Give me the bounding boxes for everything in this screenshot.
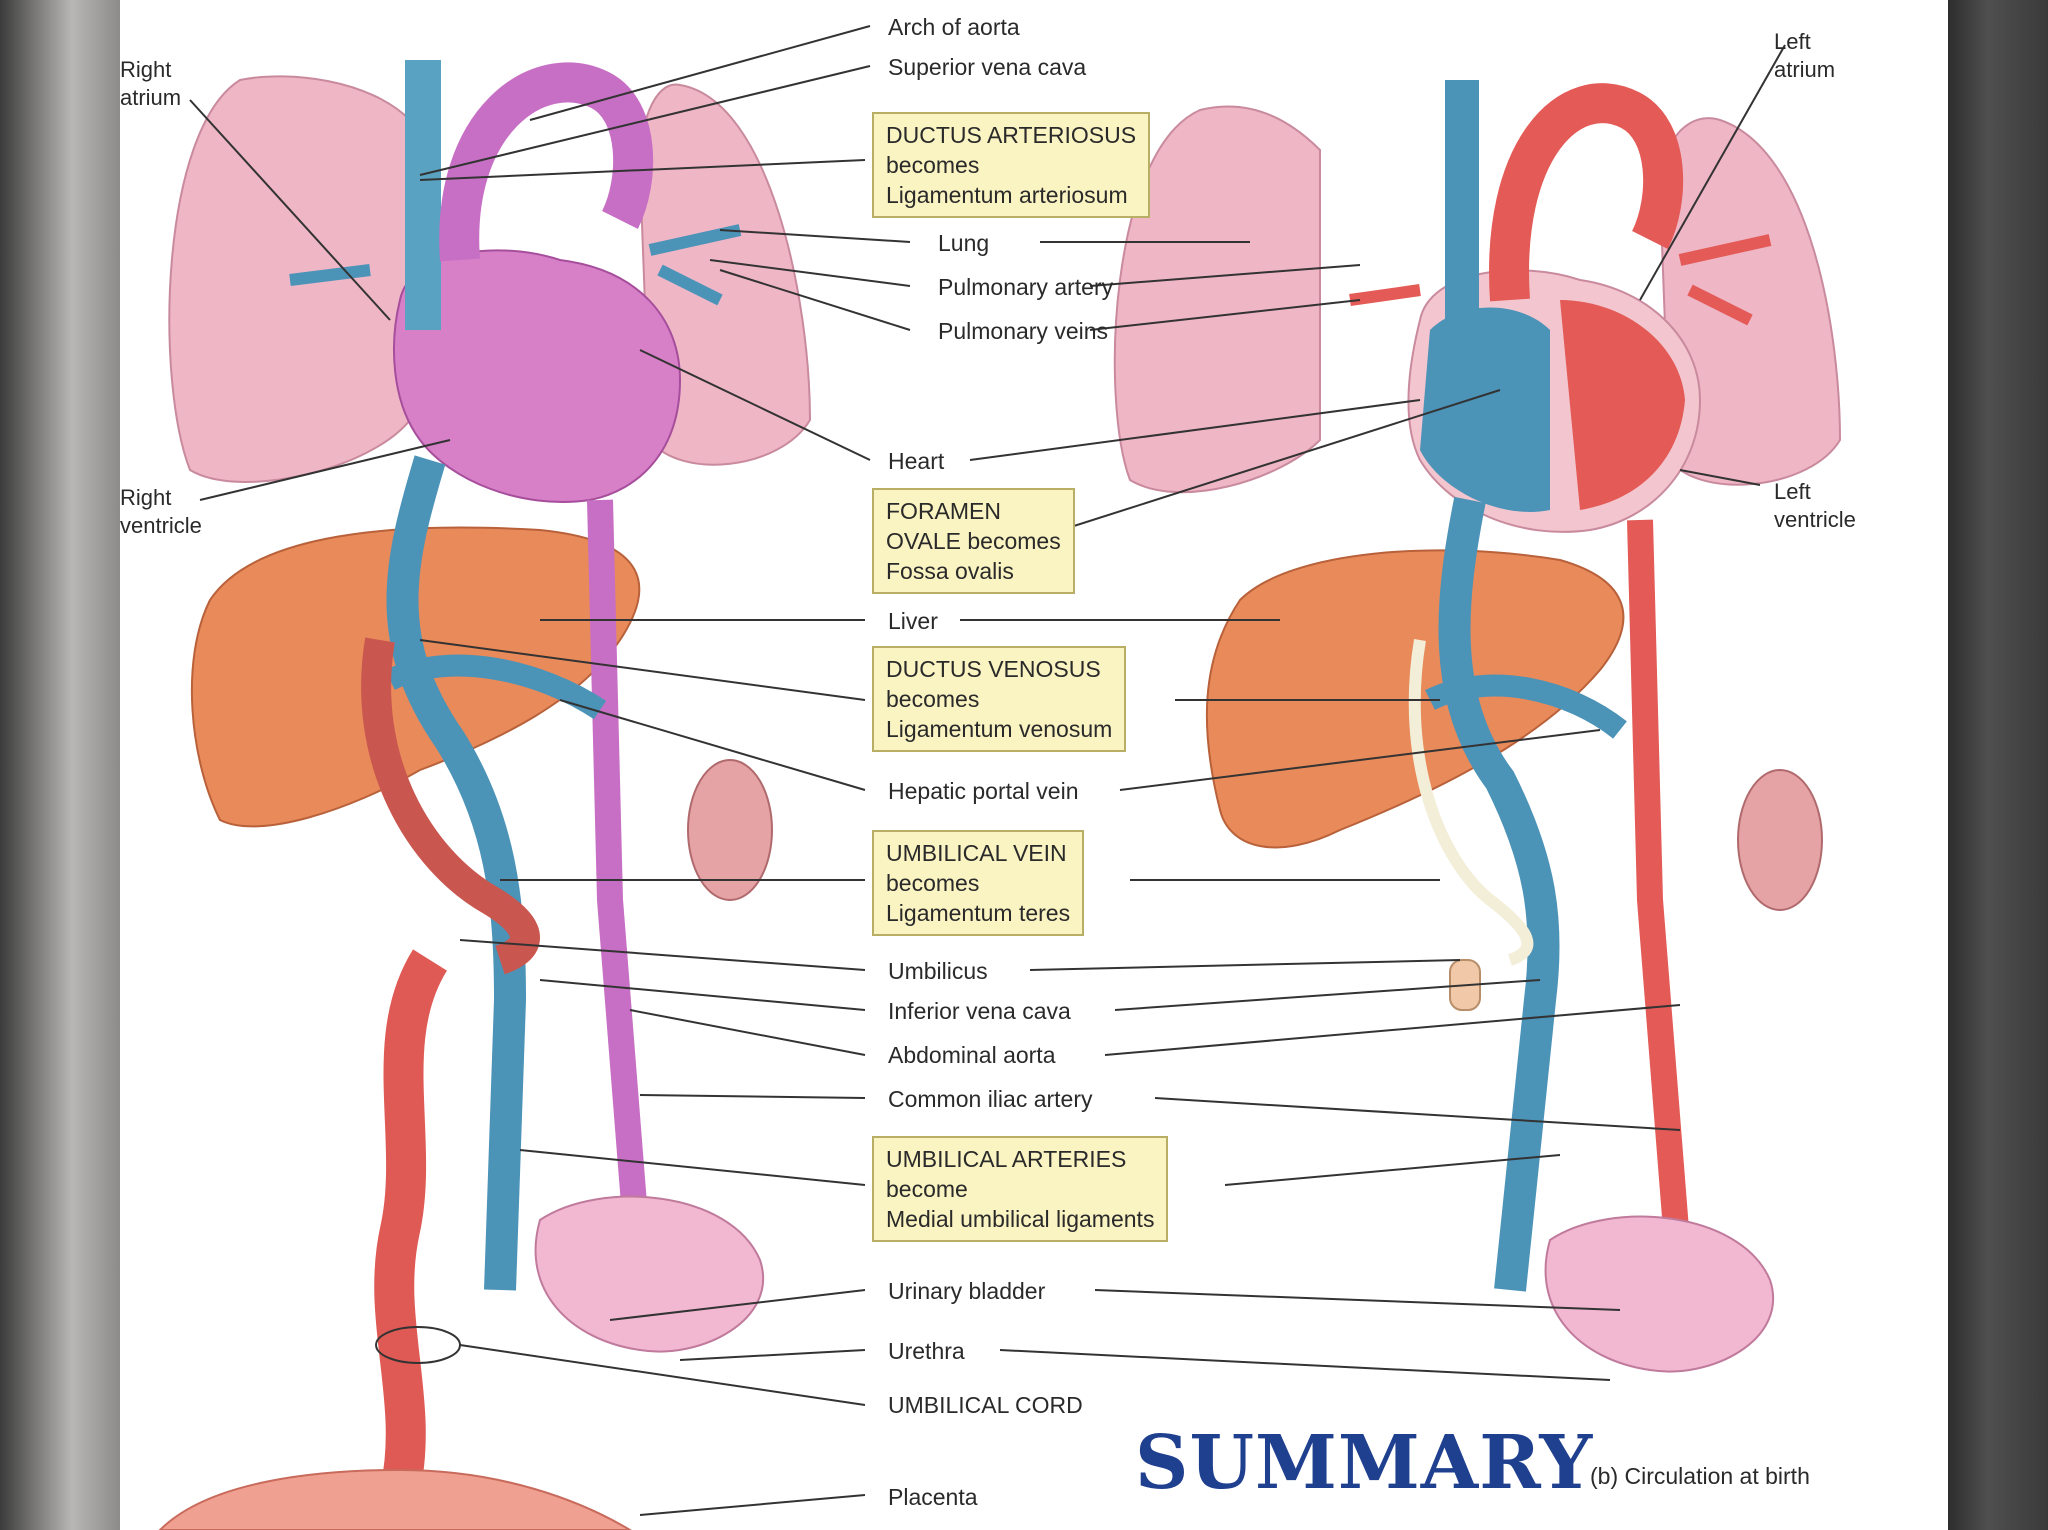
birth-superior-vena-cava (1445, 80, 1479, 340)
label-pulmonary-artery: Pulmonary artery (938, 274, 1114, 300)
fetal-umbilical-cord (374, 949, 448, 1495)
birth-right-lung (1113, 105, 1321, 494)
callout-umbilical-arteries-result: Medial umbilical ligaments (886, 1206, 1155, 1232)
label-liver: Liver (888, 608, 938, 634)
callout-ductus-arteriosus: DUCTUS ARTERIOSUS becomes Ligamentum art… (872, 112, 1151, 218)
label-left-atrium: Left atrium (1774, 28, 1835, 84)
birth-pulmonary-branches (1349, 234, 1772, 326)
label-hepatic-portal-vein: Hepatic portal vein (888, 778, 1079, 804)
label-umbilicus: Umbilicus (888, 958, 988, 984)
slide-frame-left (0, 0, 120, 1530)
label-heart: Heart (888, 448, 945, 474)
summary-title: SUMMARY (1135, 1420, 1594, 1506)
diagram-slide: Arch of aorta Superior vena cava Right a… (120, 0, 1948, 1530)
callout-umbilical-vein-title: UMBILICAL VEIN (886, 840, 1067, 866)
label-arch-of-aorta: Arch of aorta (888, 14, 1020, 40)
birth-hepatic-portal-vein (1425, 674, 1627, 739)
fetal-circulation-figure (158, 60, 812, 1530)
figure-caption: (b) Circulation at birth (1590, 1463, 1810, 1489)
label-right-atrium-line1: Right (120, 57, 172, 82)
label-left-atrium-line1: Left (1774, 29, 1811, 54)
callout-umbilical-vein: UMBILICAL VEIN becomes Ligamentum teres (872, 830, 1085, 936)
label-urinary-bladder: Urinary bladder (888, 1278, 1046, 1304)
birth-right-heart (1420, 307, 1550, 512)
callout-ductus-venosus: DUCTUS VENOSUS becomes Ligamentum venosu… (872, 646, 1127, 752)
birth-aortic-arch (1489, 83, 1684, 302)
label-left-ventricle-line2: ventricle (1774, 507, 1856, 532)
label-urethra: Urethra (888, 1338, 965, 1364)
callout-umbilical-vein-verb: becomes (886, 870, 980, 896)
callout-ductus-venosus-title: DUCTUS VENOSUS (886, 656, 1101, 682)
label-pulmonary-veins: Pulmonary veins (938, 318, 1109, 344)
fetal-hepatic-portal-vein (385, 654, 607, 720)
callout-foramen-ovale: FORAMEN OVALE becomes Fossa ovalis (872, 488, 1075, 594)
callout-ductus-venosus-result: Ligamentum venosum (886, 716, 1113, 742)
leader-lines (189, 25, 1786, 1516)
slide-frame-right (1948, 0, 2048, 1530)
label-left-ventricle: Left ventricle (1774, 478, 1856, 534)
label-abdominal-aorta: Abdominal aorta (888, 1042, 1056, 1068)
fetal-umbilical-vein (361, 637, 540, 975)
fetal-placenta (158, 1468, 632, 1530)
label-left-atrium-line2: atrium (1774, 57, 1836, 82)
fetal-urinary-bladder (534, 1195, 764, 1353)
callout-foramen-ovale-result: Fossa ovalis (886, 558, 1014, 584)
callout-umbilical-arteries-title: UMBILICAL ARTERIES (886, 1146, 1127, 1172)
callout-foramen-ovale-title: FORAMEN (886, 498, 1001, 524)
birth-urinary-bladder (1544, 1215, 1774, 1373)
label-right-atrium: Right atrium (120, 56, 181, 112)
circulation-illustration (158, 25, 1842, 1530)
birth-inferior-vena-cava (1438, 496, 1560, 1292)
fetal-right-lung (168, 75, 411, 483)
callout-ductus-arteriosus-result: Ligamentum arteriosum (886, 182, 1128, 208)
label-lung: Lung (938, 230, 990, 256)
fetal-kidney (687, 759, 773, 901)
birth-left-heart (1560, 300, 1685, 510)
birth-abdominal-aorta (1627, 519, 1693, 1282)
callout-umbilical-vein-result: Ligamentum teres (886, 900, 1071, 926)
label-right-ventricle-line1: Right (120, 485, 172, 510)
label-superior-vena-cava: Superior vena cava (888, 54, 1087, 80)
callout-ductus-venosus-verb: becomes (886, 686, 980, 712)
label-umbilical-cord: UMBILICAL CORD (888, 1392, 1083, 1418)
callout-ductus-arteriosus-verb: becomes (886, 152, 980, 178)
callout-foramen-ovale-verb: OVALE becomes (886, 528, 1061, 554)
label-placenta: Placenta (888, 1484, 978, 1510)
birth-circulation-figure (1113, 80, 1842, 1373)
birth-kidney (1737, 769, 1823, 911)
label-inferior-vena-cava: Inferior vena cava (888, 998, 1071, 1024)
callout-ductus-arteriosus-title: DUCTUS ARTERIOSUS (886, 122, 1137, 148)
label-left-ventricle-line1: Left (1774, 479, 1811, 504)
fetal-pulmonary-branches (289, 224, 742, 306)
fetal-aortic-arch (439, 62, 654, 262)
label-right-ventricle: Right ventricle (120, 484, 202, 540)
callout-umbilical-arteries: UMBILICAL ARTERIES become Medial umbilic… (872, 1136, 1169, 1242)
fetal-heart (393, 249, 682, 503)
fetal-superior-vena-cava (405, 60, 441, 330)
label-common-iliac-artery: Common iliac artery (888, 1086, 1093, 1112)
birth-ligamentum-teres (1408, 639, 1534, 966)
label-right-ventricle-line2: ventricle (120, 513, 202, 538)
label-right-atrium-line2: atrium (120, 85, 182, 110)
fetal-abdominal-aorta (587, 499, 653, 1282)
callout-umbilical-arteries-verb: become (886, 1176, 968, 1202)
